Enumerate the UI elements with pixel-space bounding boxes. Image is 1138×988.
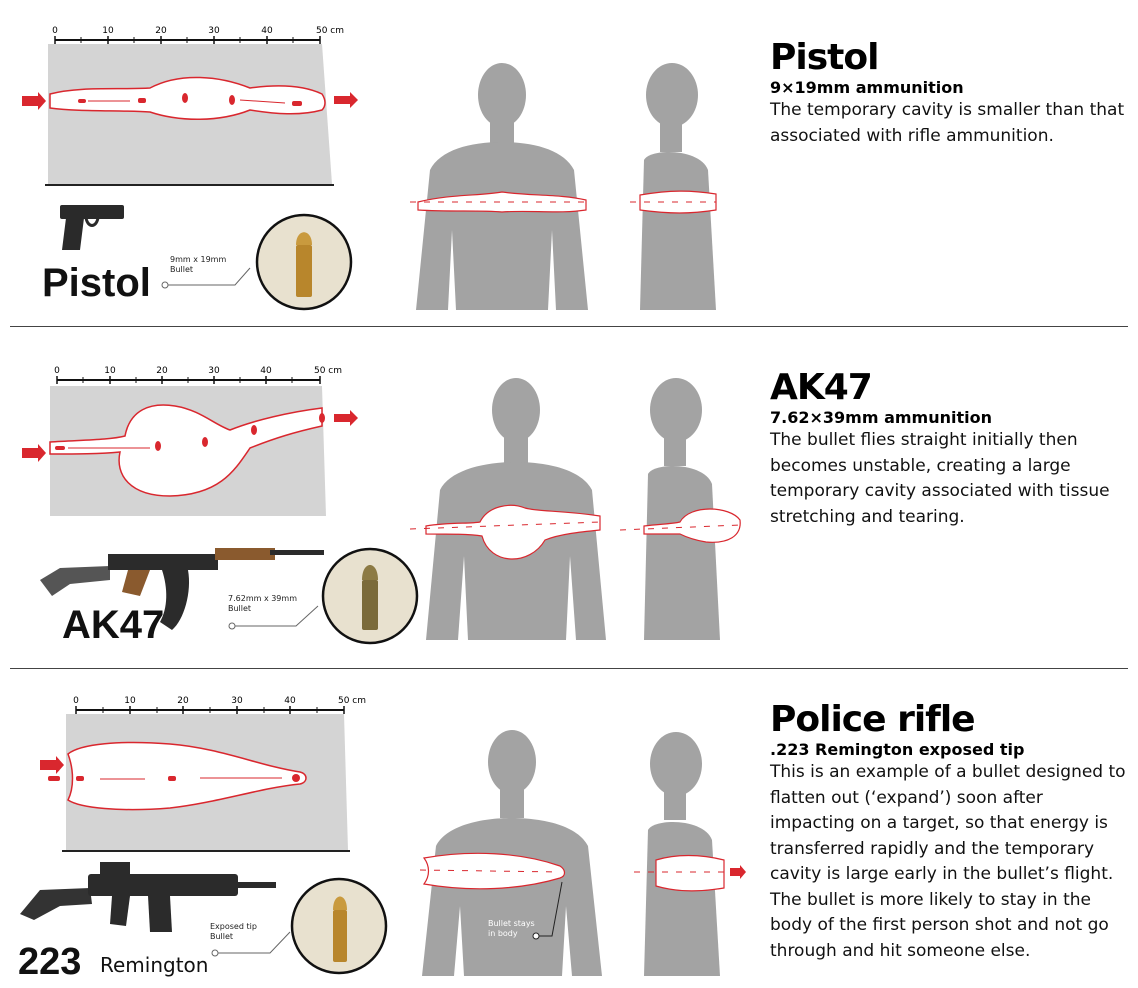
bullet-caption-line2: Bullet [210,932,233,941]
torso-front-icon [416,63,588,310]
scale-ruler: 0 10 20 30 40 50 cm [52,26,344,44]
scale-tick-40: 40 [284,696,296,706]
scale-tick-30: 30 [208,366,220,376]
ak47-text: AK47 7.62×39mm ammunition The bullet fli… [770,368,1130,530]
weapon-label-pistol: Pistol [42,261,151,305]
section-title: Police rifle [770,699,976,740]
police-rifle-diagram: 0 10 20 30 40 50 cm 223 Remingto [18,696,746,983]
section-description: The temporary cavity is smaller than tha… [770,100,1125,146]
scale-tick-10: 10 [102,26,114,36]
entry-arrow-icon [22,444,46,462]
ammo-subtitle: 7.62×39mm ammunition [770,408,992,427]
scale-tick-50cm: 50 cm [338,696,366,706]
bullet-caption-line2: Bullet [170,265,193,274]
torso-side-icon [640,63,716,310]
ak47-rifle-icon [40,548,324,630]
pistol-text: Pistol 9×19mm ammunition The temporary c… [770,38,1130,149]
scale-tick-50cm: 50 cm [316,26,344,36]
torso-side-icon [644,732,720,976]
weapon-label-ak47: AK47 [62,603,164,647]
scale-tick-0: 0 [52,26,58,36]
scale-tick-40: 40 [261,26,273,36]
section-divider [10,326,1128,327]
section-title: Pistol [770,37,879,78]
exit-arrow-icon [334,410,358,426]
bullet-photo-icon [290,877,388,975]
weapon-label-remington: Remington [100,953,208,977]
scale-ruler: 0 10 20 30 40 50 cm [54,366,342,384]
police-rifle-icon [20,862,276,932]
police-rifle-text: Police rifle .223 Remington exposed tip … [770,700,1130,964]
bullet-path [55,413,325,451]
section-pistol: 0 10 20 30 40 50 cm Pistol [0,0,1138,328]
bullet-path [48,774,300,782]
section-police-rifle: 0 10 20 30 40 50 cm 223 Remingto [0,670,1138,988]
entry-arrow-icon [22,92,46,110]
scale-tick-20: 20 [155,26,167,36]
section-description: This is an example of a bullet designed … [770,762,1126,961]
section-divider [10,668,1128,669]
section-ak47: 0 10 20 30 40 50 cm AK47 7.62mm [0,330,1138,668]
bullet-path [78,93,302,106]
bullet-caption-line2: Bullet [228,604,251,613]
bullet-caption-line1: 7.62mm x 39mm [228,594,297,603]
body-note-line2: in body [488,929,518,938]
exit-arrow-icon [334,92,358,108]
pistol-icon [60,205,124,250]
ak47-diagram: 0 10 20 30 40 50 cm AK47 7.62mm [22,366,741,647]
scale-tick-30: 30 [231,696,243,706]
scale-tick-10: 10 [124,696,136,706]
scale-tick-0: 0 [73,696,79,706]
bullet-caption-line1: Exposed tip [210,922,257,931]
scale-tick-20: 20 [156,366,168,376]
scale-tick-30: 30 [208,26,220,36]
exit-arrow-icon [730,865,746,879]
pistol-diagram: 0 10 20 30 40 50 cm Pistol [22,26,717,311]
body-note-line1: Bullet stays [488,919,535,928]
bullet-photo-icon [321,547,419,645]
torso-front-icon [422,730,602,976]
scale-ruler: 0 10 20 30 40 50 cm [73,696,366,714]
ammo-subtitle: .223 Remington exposed tip [770,740,1025,759]
section-title: AK47 [770,367,873,408]
scale-tick-50cm: 50 cm [314,366,342,376]
scale-tick-10: 10 [104,366,116,376]
weapon-label-223: 223 [18,941,81,983]
scale-tick-20: 20 [177,696,189,706]
bullet-photo-icon [255,213,353,311]
entry-arrow-icon [40,756,64,774]
ammo-subtitle: 9×19mm ammunition [770,78,964,97]
temporary-cavity [67,741,307,811]
bullet-caption-line1: 9mm x 19mm [170,255,226,264]
scale-tick-0: 0 [54,366,60,376]
section-description: The bullet flies straight initially then… [770,430,1110,527]
scale-tick-40: 40 [260,366,272,376]
